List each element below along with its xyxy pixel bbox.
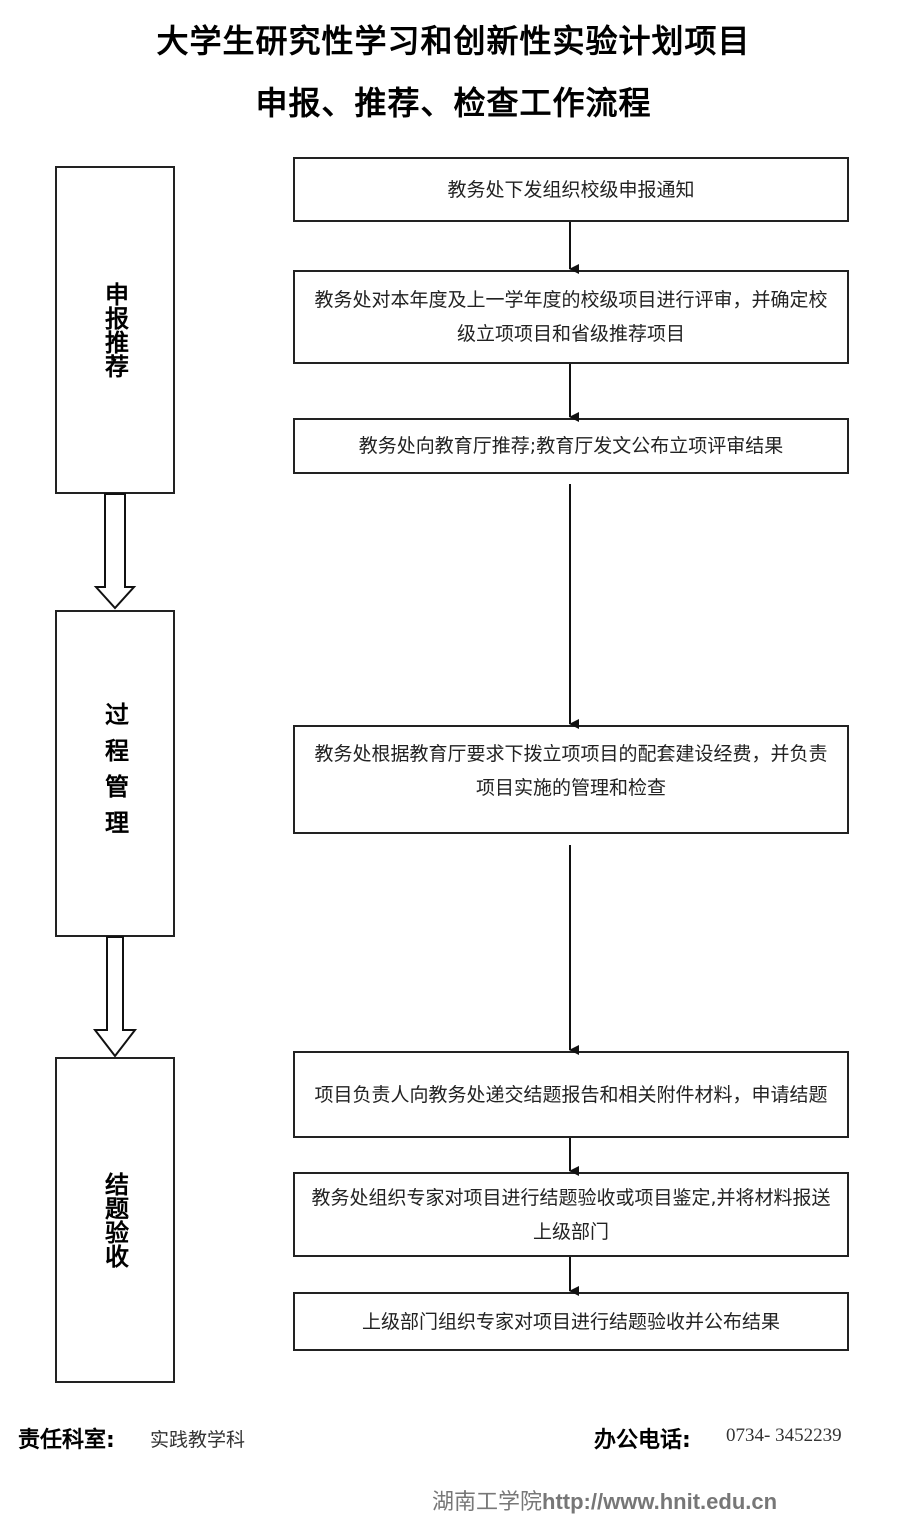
stage-label: 结题验收 (100, 1172, 129, 1268)
phone-label: 办公电话: (594, 1428, 691, 1453)
step-text: 教务处根据教育厅要求下拨立项项目的配套建设经费，并负责项目实施的管理和检查 (314, 743, 828, 799)
step-box: 教务处下发组织校级申报通知 (293, 157, 849, 222)
block-arrow-down-icon (93, 493, 137, 610)
office-value: 实践教学科 (150, 1429, 246, 1451)
step-box: 教务处根据教育厅要求下拨立项项目的配套建设经费，并负责项目实施的管理和检查 (293, 725, 849, 834)
step-text: 教务处下发组织校级申报通知 (447, 178, 695, 201)
stage-box-acceptance: 结题验收 (55, 1057, 175, 1383)
office-label: 责任科室: (18, 1428, 115, 1453)
stage-label: 过程管理 (100, 701, 129, 846)
diagram-title-line1: 大学生研究性学习和创新性实验计划项目 (156, 22, 751, 60)
diagram-title-line2: 申报、推荐、检查工作流程 (255, 84, 652, 122)
step-text: 教务处向教育厅推荐;教育厅发文公布立项评审结果 (358, 435, 784, 457)
stage-box-application: 申报推荐 (55, 166, 175, 494)
step-text: 教务处组织专家对项目进行结题验收或项目鉴定,并将材料报送上级部门 (311, 1186, 831, 1243)
stage-box-process: 过程管理 (55, 610, 175, 937)
watermark-name: 湖南工学院 (432, 1490, 543, 1515)
phone-value: 0734- 3452239 (726, 1425, 842, 1446)
step-box: 项目负责人向教务处递交结题报告和相关附件材料，申请结题 (293, 1051, 849, 1138)
step-box: 教务处对本年度及上一学年度的校级项目进行评审，并确定校级立项项目和省级推荐项目 (293, 270, 849, 364)
block-arrow-down-icon (92, 936, 138, 1058)
step-text: 上级部门组织专家对项目进行结题验收并公布结果 (361, 1310, 780, 1333)
step-text: 项目负责人向教务处递交结题报告和相关附件材料，申请结题 (314, 1083, 828, 1106)
stage-label: 申报推荐 (100, 282, 129, 378)
watermark-url: http://www.hnit.edu.cn (542, 1489, 778, 1514)
step-box: 教务处组织专家对项目进行结题验收或项目鉴定,并将材料报送上级部门 (293, 1172, 849, 1257)
watermark: 湖南工学院http://www.hnit.edu.cn (432, 1484, 777, 1516)
step-text: 教务处对本年度及上一学年度的校级项目进行评审，并确定校级立项项目和省级推荐项目 (314, 289, 828, 345)
